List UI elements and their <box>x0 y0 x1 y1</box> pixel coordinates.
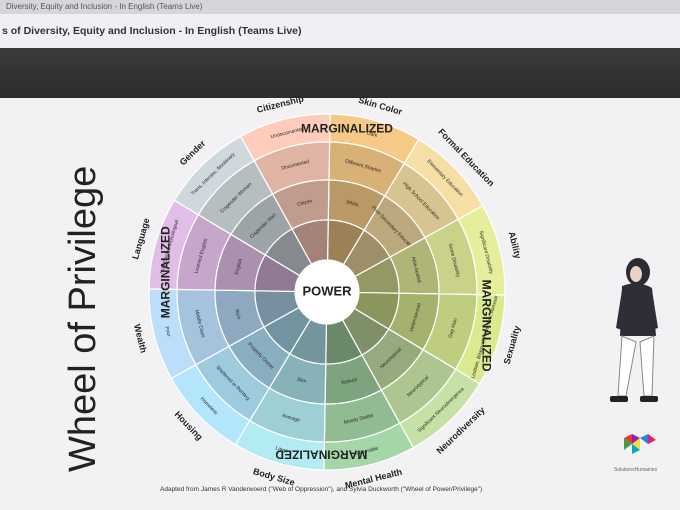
wheel-segment-label: Citizen <box>297 198 313 208</box>
wheel-segment-label: Large <box>275 445 289 454</box>
wheel-center <box>295 260 359 324</box>
wheel-category-label: Gender <box>178 138 208 167</box>
browser-tab[interactable]: Diversity, Equity and Inclusion - In Eng… <box>6 2 203 11</box>
presentation-frame-band <box>0 48 680 98</box>
company-logo-icon <box>624 434 656 454</box>
slide-caption: Adapted from James R Vanderwoerd ("Web o… <box>160 486 483 493</box>
wheel-segment-label: White <box>345 199 359 208</box>
wheel-segment-label: Gay Man <box>448 317 459 338</box>
wheel-segment-label: Robust <box>341 377 358 387</box>
wheel-center-label: POWER <box>302 283 352 298</box>
browser-tab-bar: Diversity, Equity and Inclusion - In Eng… <box>0 0 680 14</box>
wheel-segment-label: Average <box>281 413 301 424</box>
logo-text: SolutionsHumaines <box>614 467 658 473</box>
person-illustration-icon <box>610 258 658 402</box>
wheel-segment-label: Vulnerable <box>355 446 380 458</box>
wheel-segment-label: Slim <box>296 377 307 385</box>
wheel-category-label: Skin Color <box>357 95 403 117</box>
wheel-category-label: Sexuality <box>502 325 523 366</box>
wheel-category-label: Wealth <box>132 323 149 354</box>
marginalized-label: MARGINALIZED <box>158 226 172 318</box>
wheel-segment-label: Rich <box>233 309 241 320</box>
marginalized-label: MARGINALIZED <box>479 280 493 372</box>
wheel-segment-label: English <box>234 258 244 276</box>
meeting-title: s of Diversity, Equity and Inclusion - I… <box>2 25 302 37</box>
marginalized-label: MARGINALIZED <box>301 121 393 135</box>
wheel-segment-label: Dark <box>366 130 378 139</box>
marginalized-label: MARGINALIZED <box>275 448 367 462</box>
wheel-segment-label: Poor <box>163 326 171 338</box>
slide-title: Wheel of Privilege <box>62 165 104 472</box>
wheel-category-label: Citizenship <box>256 93 305 114</box>
wheel-category-label: Language <box>130 217 151 261</box>
wheel-category-label: Ability <box>507 231 523 260</box>
wheel-category-label: Body Size <box>252 466 296 487</box>
